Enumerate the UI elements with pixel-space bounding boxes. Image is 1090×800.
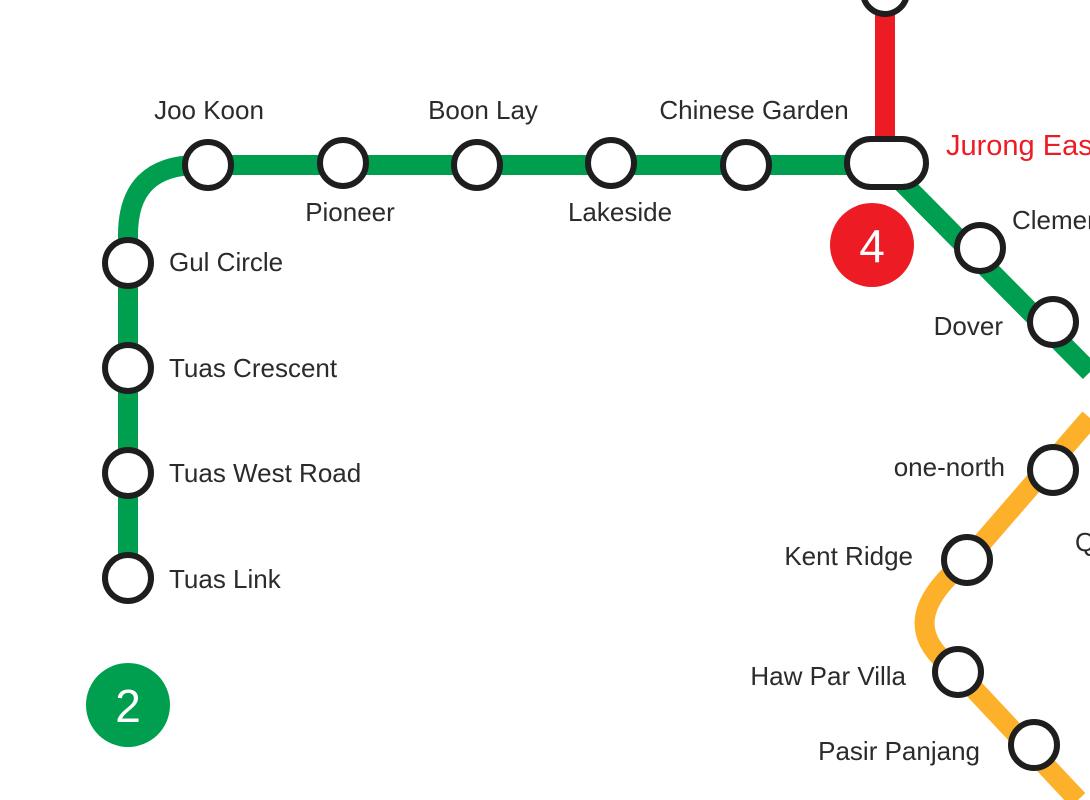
line-badge-2	[86, 663, 170, 747]
label-kent-ridge: Kent Ridge	[784, 541, 913, 571]
label-joo-koon: Joo Koon	[154, 95, 264, 125]
label-jurong-east: Jurong East	[946, 130, 1090, 162]
label-dover: Dover	[934, 311, 1004, 341]
label-tuas-west-road: Tuas West Road	[169, 458, 361, 488]
station-tuas-link[interactable]	[102, 552, 154, 604]
station-lakeside[interactable]	[585, 137, 637, 189]
station-marker-partial[interactable]	[861, 0, 909, 17]
station-one-north[interactable]	[1027, 444, 1079, 496]
station-pioneer[interactable]	[317, 137, 369, 189]
station-tuas-crescent[interactable]	[102, 342, 154, 394]
station-clementi[interactable]	[954, 222, 1006, 274]
station-dover[interactable]	[1027, 296, 1079, 348]
label-pioneer: Pioneer	[305, 197, 395, 227]
label-tuas-crescent: Tuas Crescent	[169, 353, 338, 383]
label-one-north: one-north	[894, 452, 1005, 482]
station-pasir-panjang[interactable]	[1008, 719, 1060, 771]
line-badge-4	[830, 203, 914, 287]
station-boon-lay[interactable]	[451, 139, 503, 191]
label-lakeside: Lakeside	[568, 197, 672, 227]
label-partial-q: Q	[1075, 527, 1090, 557]
label-chinese-garden: Chinese Garden	[659, 95, 848, 125]
label-pasir-panjang: Pasir Panjang	[818, 736, 980, 766]
station-jurong-east[interactable]	[844, 136, 929, 190]
station-tuas-west-road[interactable]	[102, 447, 154, 499]
station-kent-ridge[interactable]	[941, 534, 993, 586]
station-gul-circle[interactable]	[102, 237, 154, 289]
label-tuas-link: Tuas Link	[169, 564, 282, 594]
station-chinese-garden[interactable]	[720, 139, 772, 191]
line-badge-4-label: 4	[859, 220, 885, 272]
label-gul-circle: Gul Circle	[169, 247, 283, 277]
label-boon-lay: Boon Lay	[428, 95, 538, 125]
station-joo-koon[interactable]	[182, 139, 234, 191]
label-clementi: Clementi	[1012, 205, 1090, 235]
station-haw-par-villa[interactable]	[932, 646, 984, 698]
line-badge-2-label: 2	[115, 680, 141, 732]
label-haw-par-villa: Haw Par Villa	[750, 661, 906, 691]
